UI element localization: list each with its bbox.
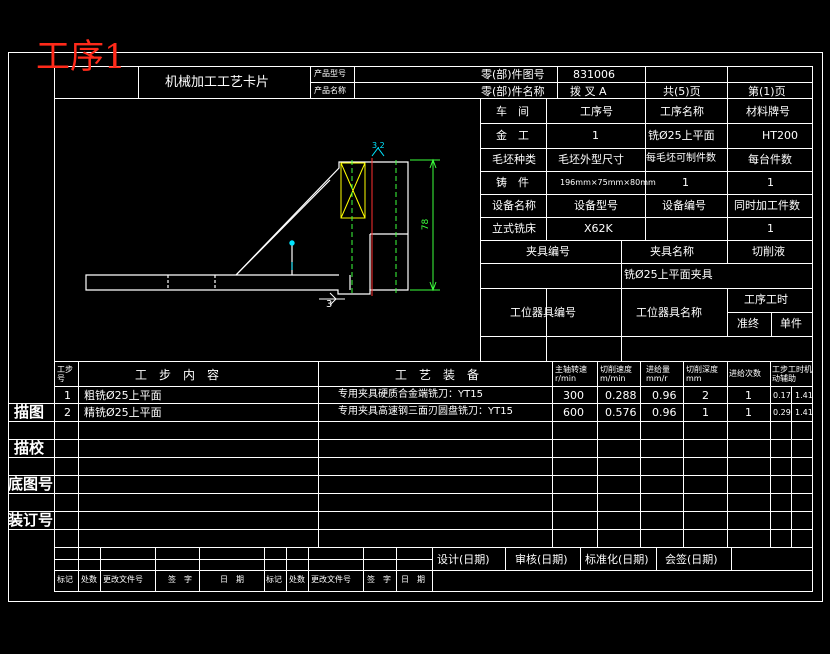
step-content: 粗铣Ø25上平面 [84,389,162,402]
side-label-base-drawing: 底图号 [8,475,54,493]
prep-label: 准终 [737,317,759,330]
unit-label: 单件 [780,317,802,330]
step-depth: 1 [702,406,709,419]
product-model-label: 产品型号 [314,69,346,78]
step-time-header: 工步工时机动辅助 [772,365,812,383]
info-cell: 材料牌号 [746,105,790,118]
footer-change-doc: 更改文件号 [103,575,143,584]
footer-date: 日 期 [220,575,244,584]
footer-count: 处数 [289,575,305,584]
station-tool-name-label: 工位器具名称 [636,306,702,319]
info-cell: 1 [767,176,774,189]
footer-mark: 标记 [57,575,73,584]
info-cell: 毛坯种类 [492,153,536,166]
info-cell: 1 [682,176,689,189]
info-cell: 设备名称 [492,199,536,212]
total-pages: 共(5)页 [663,85,701,98]
section-ref: 3 [326,299,333,310]
roughness-label: 3.2 [372,141,385,150]
footer-change-doc: 更改文件号 [311,575,351,584]
info-cell: 铣Ø25上平面 [648,129,715,142]
process-stamp: 工序1 [36,37,126,77]
step-content-header: 工 步 内 容 [135,368,220,382]
info-cell: 铸 件 [496,176,529,189]
info-cell: 1 [767,222,774,235]
equipment-header: 工 艺 装 备 [395,368,480,382]
page-number: 第(1)页 [748,85,786,98]
info-cell: HT200 [762,129,798,142]
info-cell: 同时加工件数 [734,199,800,212]
step-speed: 0.576 [605,406,637,419]
step-no: 1 [64,389,71,402]
card-title: 机械加工工艺卡片 [165,75,270,90]
footer-date: 日 期 [401,575,425,584]
side-label-trace-check: 描校 [14,439,45,457]
info-cell: 每台件数 [748,153,792,166]
height-dimension: 78 [421,218,432,231]
footer-signature: 签 字 [168,575,192,584]
part-drawing-no: 831006 [573,68,615,81]
step-feed: 0.96 [652,406,677,419]
station-tool-no-label: 工位器具编号 [510,306,576,319]
info-cell: 立式铣床 [492,222,536,235]
part-name: 拨 叉 A [570,85,607,98]
info-cell: 毛坯外型尺寸 [558,153,624,166]
info-cell: 1 [592,129,599,142]
feed-header: 进给量mm/r [646,365,670,383]
product-name-label: 产品名称 [314,86,346,95]
sign-countersign: 会签(日期) [665,553,718,566]
speed-header: 切削速度m/min [600,365,632,383]
step-depth: 2 [702,389,709,402]
step-feed: 0.96 [652,389,677,402]
info-cell: 196mm×75mm×80mm [560,178,656,187]
info-cell: 每毛坯可制件数 [646,153,716,164]
fixture-name: 铣Ø25上平面夹具 [624,268,713,281]
sign-design: 设计(日期) [437,553,490,566]
step-time-aux: 1.41 [795,408,813,417]
sign-standard: 标准化(日期) [585,553,649,566]
info-cell: 工序号 [580,105,613,118]
step-passes: 1 [745,389,752,402]
footer-signature: 签 字 [367,575,391,584]
sign-review: 审核(日期) [515,553,568,566]
step-time-machine: 0.29 [773,408,791,417]
step-content: 精铣Ø25上平面 [84,406,162,419]
step-passes: 1 [745,406,752,419]
op-time-label: 工序工时 [744,293,788,306]
spindle-header: 主轴转速r/min [555,365,587,383]
info-cell: 设备型号 [574,199,618,212]
info-cell: 工序名称 [660,105,704,118]
step-spindle: 300 [563,389,584,402]
step-time-machine: 0.17 [773,391,791,400]
step-no-header: 工步号 [57,365,73,383]
step-spindle: 600 [563,406,584,419]
footer-count: 处数 [81,575,97,584]
part-name-label: 零(部)件名称 [481,85,545,98]
side-label-binding: 装订号 [8,511,54,529]
part-drawing-no-label: 零(部)件图号 [481,68,545,81]
info-cell: 金 工 [496,129,529,142]
footer-mark: 标记 [266,575,282,584]
passes-header: 进给次数 [729,369,761,378]
coolant-label: 切削液 [752,245,785,258]
step-speed: 0.288 [605,389,637,402]
fixture-name-label: 夹具名称 [650,245,694,258]
depth-header: 切削深度mm [686,365,718,383]
side-label-trace: 描图 [14,403,45,421]
step-equipment: 专用夹具硬质合金端铣刀：YT15 [338,389,483,400]
step-time-aux: 1.41 [795,391,813,400]
info-cell: 车 间 [496,105,529,118]
fixture-no-label: 夹具编号 [526,245,570,258]
step-no: 2 [64,406,71,419]
info-cell: X62K [584,222,613,235]
step-equipment: 专用夹具高速钢三面刃圆盘铣刀：YT15 [338,406,513,417]
info-cell: 设备编号 [662,199,706,212]
